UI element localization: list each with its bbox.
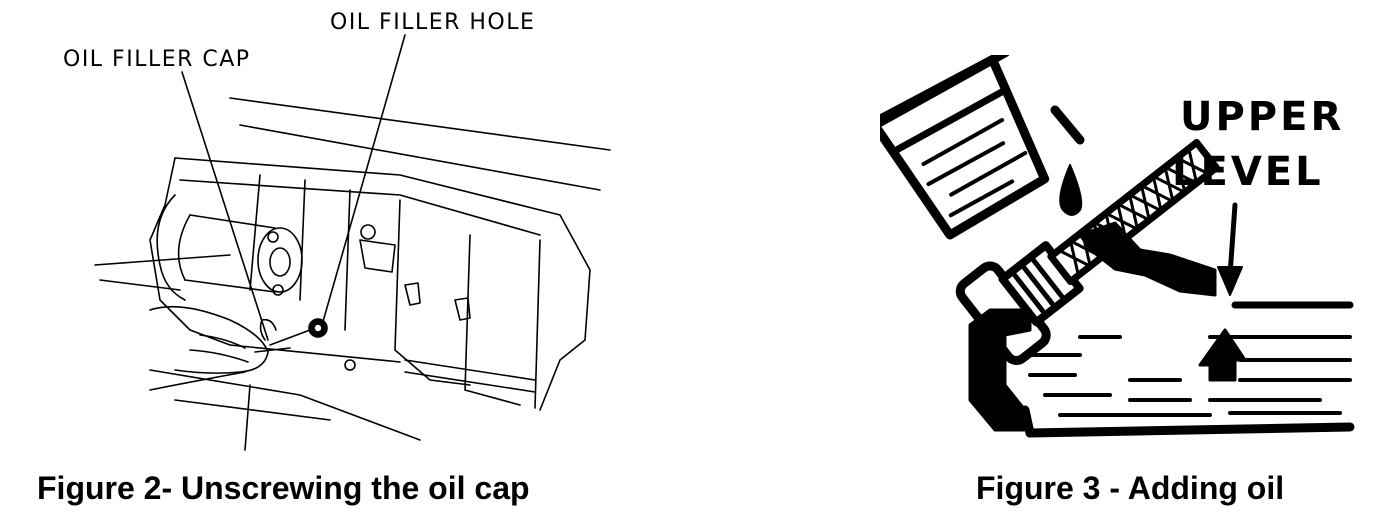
figure-2-caption: Figure 2- Unscrewing the oil cap [37, 470, 530, 506]
figure-2-illustration: OIL FILLER CAP OIL FILLER HOLE [63, 10, 611, 451]
oil-filler-cap-label: OIL FILLER CAP [63, 47, 251, 72]
level-label: LEVEL [1172, 149, 1324, 195]
figure-3-caption: Figure 3 - Adding oil [976, 470, 1285, 506]
oil-filler-hole-label: OIL FILLER HOLE [330, 10, 535, 35]
upper-label: UPPER [1180, 94, 1344, 140]
figure-3-illustration: UPPER LEVEL [880, 55, 1355, 438]
